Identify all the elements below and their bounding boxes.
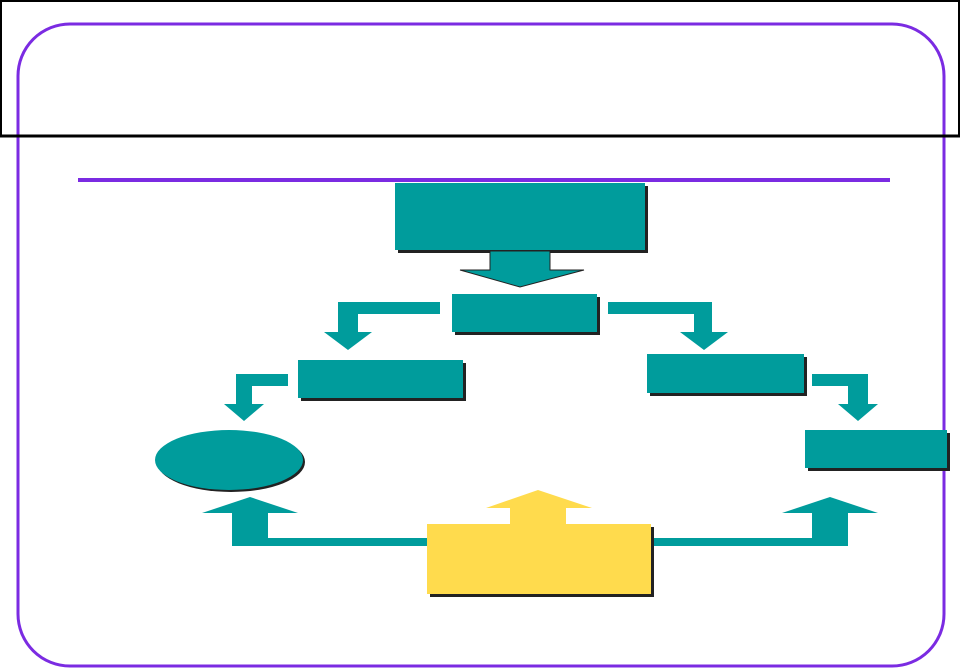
bent-arrow-right-upper: [608, 302, 728, 350]
right-mid-node: [647, 354, 807, 396]
bent-arrow-left-upper: [324, 302, 440, 350]
down-arrow-top: [459, 250, 585, 288]
up-arrow-left-bottom: [202, 497, 430, 546]
top-node: [395, 183, 648, 253]
bent-arrow-right-lower: [812, 374, 878, 421]
up-arrow-right-bottom: [652, 497, 878, 546]
right-end-node: [805, 430, 950, 471]
header-band: [0, 0, 960, 138]
left-mid-node: [298, 360, 466, 401]
up-arrow-yellow: [486, 490, 592, 524]
left-end-node: [155, 430, 305, 492]
center-node: [452, 294, 600, 335]
bent-arrow-left-lower: [224, 374, 288, 421]
bottom-input-node: [427, 524, 654, 597]
slide-frame: [16, 22, 946, 668]
